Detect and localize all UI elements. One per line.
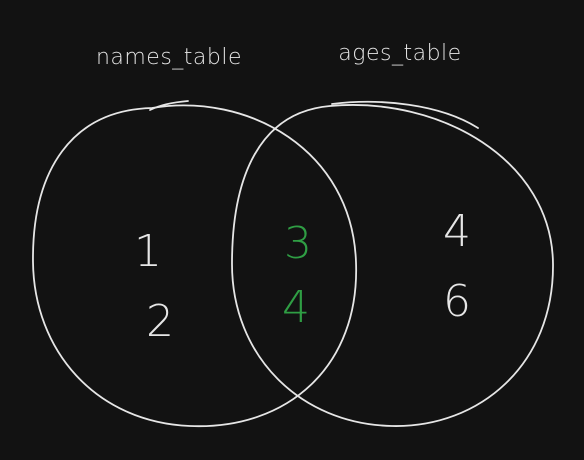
names-table-circle [32,104,357,427]
intersection-value: 4 [282,282,310,333]
ages-table-label: ages_table [338,41,461,66]
names-table-circle-overstroke [149,100,189,111]
intersection-value: 3 [284,218,312,269]
ages-table-circle [231,104,554,427]
ages-table-circle-overstroke [331,100,479,129]
names-only-value: 1 [134,226,162,277]
ages-only-value: 6 [443,276,471,327]
names-only-value: 2 [146,296,174,347]
ages-only-value: 4 [443,206,471,257]
names-table-label: names_table [96,45,242,70]
